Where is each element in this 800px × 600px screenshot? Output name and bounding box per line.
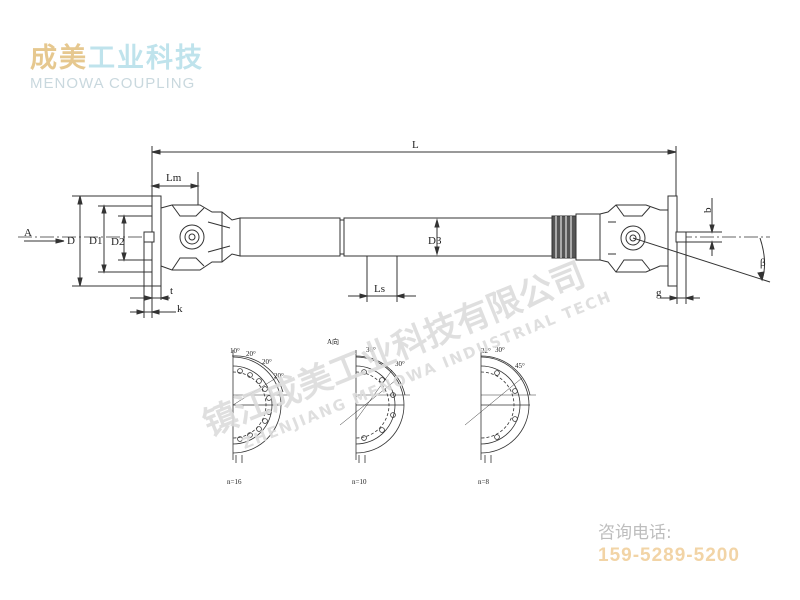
label-b: b (702, 207, 714, 213)
contact-phone: 159-5289-5200 (598, 545, 740, 566)
label-D3: D3 (428, 235, 442, 247)
label-L: L (412, 139, 419, 151)
contact-info: 咨询电话: 159-5289-5200 (598, 518, 740, 567)
logo-cn-part2: 工业科技 (88, 43, 204, 74)
caption-n10: n=10 (352, 478, 367, 486)
logo-english-name: MENOWA COUPLING (30, 75, 196, 92)
dimension-t-k: t k (130, 242, 183, 318)
label-beta: β (760, 257, 766, 269)
caption-n16: n=16 (227, 478, 242, 486)
angle-label: 36° (366, 346, 376, 354)
dimension-L: L (151, 139, 677, 196)
left-universal-joint (160, 204, 241, 271)
angle-label: 20° (274, 372, 284, 380)
angle-label: 30° (495, 346, 505, 354)
right-flange (667, 195, 687, 287)
dimension-g: g (656, 242, 700, 304)
company-logo: 成美工业科技 MENOWA COUPLING (30, 36, 204, 92)
dimension-beta: β (632, 237, 771, 283)
label-D1: D1 (89, 235, 102, 247)
spline-section (551, 213, 601, 261)
label-Lm: Lm (166, 172, 182, 184)
shaft-tube (239, 217, 553, 257)
dimension-Ls: Ls (348, 256, 416, 302)
angle-label: 10° (230, 347, 240, 355)
flange-view-n8: 22° 30° 45° n=8 (464, 346, 536, 486)
watermark-chinese: 镇江成美工业科技有限公司 (198, 255, 591, 445)
logo-chinese-name: 成美工业科技 (30, 36, 204, 75)
label-view-A: A向 (327, 337, 339, 346)
angle-label: 22° (481, 347, 491, 355)
flange-view-n16: 10° 20° 20° 20° n=16 (227, 347, 290, 486)
label-k: k (177, 303, 183, 315)
label-D: D (67, 235, 75, 247)
view-arrow-A: A (24, 227, 65, 244)
label-A: A (24, 227, 32, 239)
angle-label: 45° (515, 362, 525, 370)
logo-cn-part1: 成美 (30, 43, 88, 74)
dimension-D3: D3 (428, 218, 442, 256)
contact-label: 咨询电话: (598, 523, 672, 543)
angle-label: 20° (262, 358, 272, 366)
label-g: g (656, 287, 662, 299)
flange-view-n10: 36° 30° n=10 (339, 346, 410, 486)
label-Ls: Ls (374, 283, 385, 295)
dimension-D-group: D D1 D2 (67, 195, 152, 287)
label-t: t (170, 285, 173, 297)
angle-label: 20° (246, 350, 256, 358)
dimension-b: b (686, 198, 722, 256)
caption-n8: n=8 (478, 478, 489, 486)
dimension-Lm: Lm (150, 172, 200, 210)
label-D2: D2 (111, 236, 124, 248)
angle-label: 30° (395, 360, 405, 368)
company-watermark: 镇江成美工业科技有限公司 ZHENJIANG MENOWA INDUSTRIAL… (198, 255, 615, 453)
